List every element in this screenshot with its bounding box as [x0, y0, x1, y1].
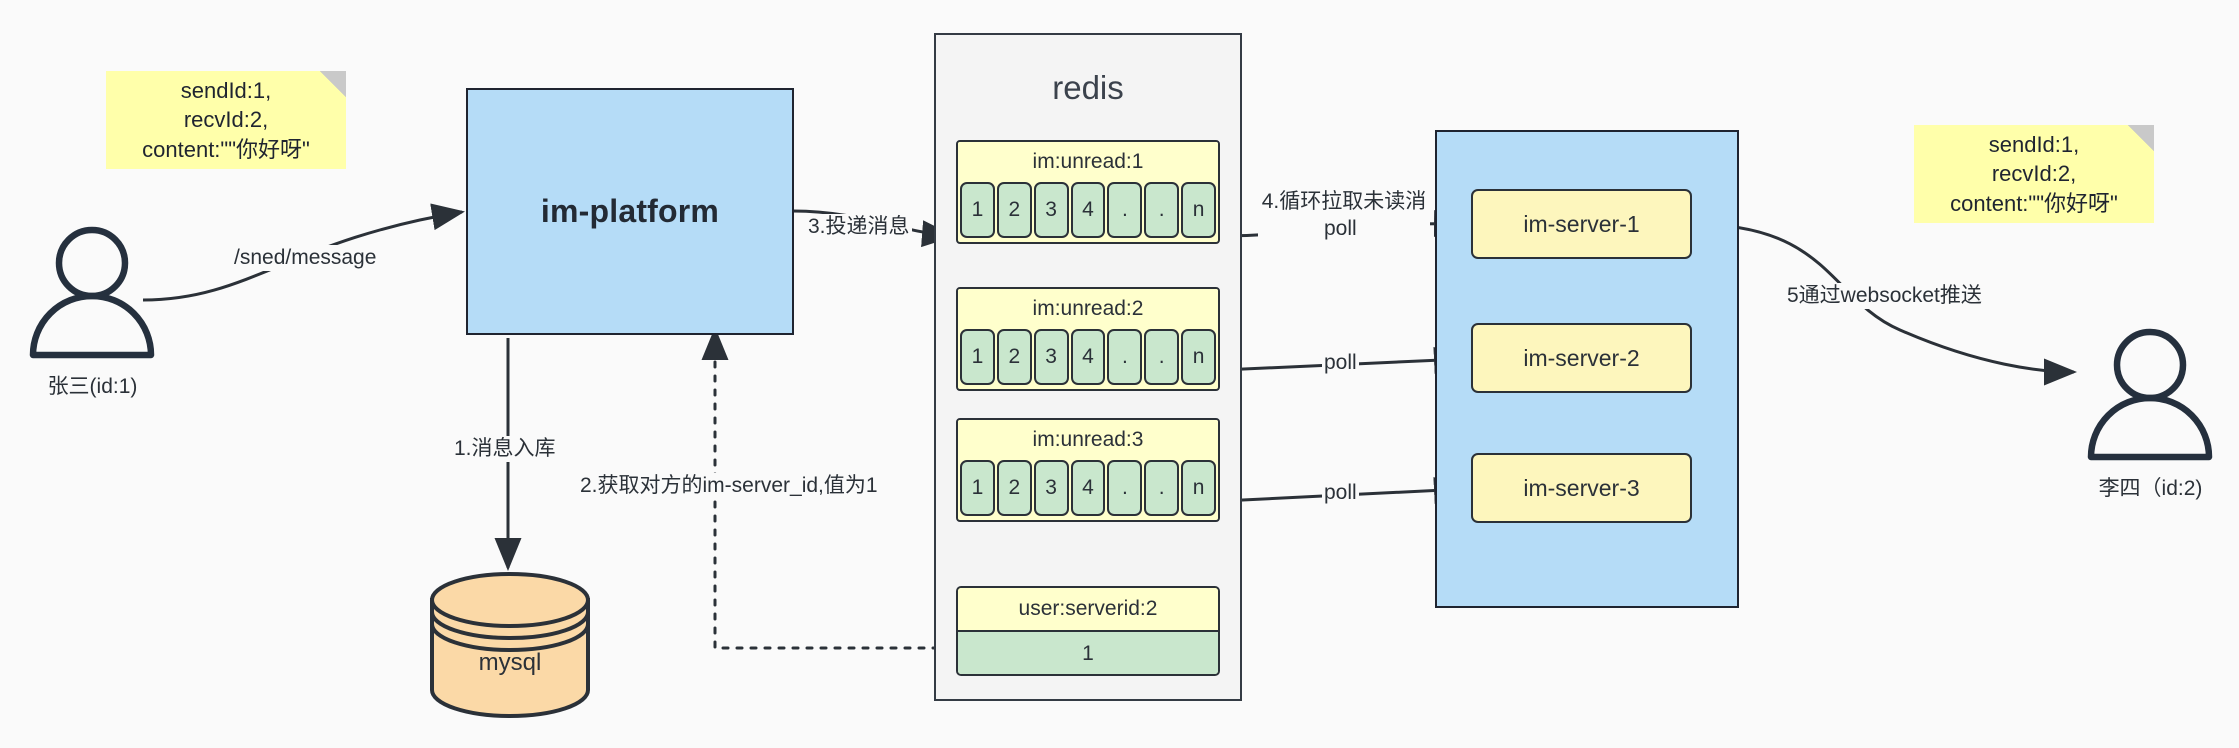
edge-label-step3: 3.投递消息 — [806, 214, 912, 241]
list-cells: 1 2 3 4 . . n — [958, 182, 1218, 240]
note-fold-icon — [320, 71, 346, 97]
list-key-label: im:unread:3 — [958, 420, 1218, 460]
im-server-1[interactable]: im-server-1 — [1471, 189, 1692, 259]
note-left-message: sendId:1, recvId:2, content:""你好呀" — [106, 71, 346, 169]
edge-label-poll-2: poll — [1322, 350, 1359, 377]
redis-list-im-unread-2[interactable]: im:unread:2 1 2 3 4 . . n — [956, 287, 1220, 391]
list-cells: 1 2 3 4 . . n — [958, 329, 1218, 387]
list-cell: n — [1181, 329, 1217, 385]
mysql-label: mysql — [478, 649, 542, 676]
im-platform-label: im-platform — [540, 193, 720, 229]
list-cell: . — [1107, 329, 1143, 385]
edge-label-poll-1: poll — [1322, 216, 1359, 243]
note-fold-icon — [2128, 125, 2154, 151]
edge-label-send-message: /sned/message — [232, 245, 379, 272]
list-cell: 3 — [1033, 329, 1069, 385]
list-cell: 2 — [996, 460, 1032, 516]
list-cell: n — [1181, 182, 1217, 238]
receiver-figure — [2087, 328, 2213, 461]
list-cell: 4 — [1070, 182, 1106, 238]
list-cell: 1 — [960, 182, 995, 238]
im-server-2-label: im-server-2 — [1523, 344, 1640, 371]
list-cell: . — [1144, 460, 1180, 516]
edge-label-step1: 1.消息入库 — [452, 436, 558, 463]
list-cell: 2 — [996, 329, 1032, 385]
note-left-text: sendId:1, recvId:2, content:""你好呀" — [142, 78, 310, 162]
list-key-label: im:unread:1 — [958, 142, 1218, 182]
redis-list-im-unread-1[interactable]: im:unread:1 1 2 3 4 . . n — [956, 140, 1220, 244]
im-platform-box[interactable]: im-platform — [466, 88, 794, 335]
im-server-2[interactable]: im-server-2 — [1471, 323, 1692, 393]
edge-label-step5: 5通过websocket推送 — [1785, 283, 1984, 310]
edge-label-poll-3: poll — [1322, 480, 1359, 507]
list-cell: . — [1107, 460, 1143, 516]
list-cell: n — [1181, 460, 1217, 516]
list-cell: 3 — [1033, 460, 1069, 516]
list-cells: 1 2 3 4 . . n — [958, 460, 1218, 518]
list-cell: . — [1107, 182, 1143, 238]
list-cell: . — [1144, 182, 1180, 238]
redis-kv-user-serverid[interactable]: user:serverid:2 1 — [956, 586, 1220, 676]
redis-list-im-unread-3[interactable]: im:unread:3 1 2 3 4 . . n — [956, 418, 1220, 522]
sender-figure — [29, 226, 155, 359]
redis-title: redis — [1052, 69, 1124, 106]
list-cell: 1 — [960, 460, 995, 516]
list-cell: . — [1144, 329, 1180, 385]
list-key-label: im:unread:2 — [958, 289, 1218, 329]
note-right-text: sendId:1, recvId:2, content:""你好呀" — [1950, 132, 2118, 216]
kv-key-label: user:serverid:2 — [958, 588, 1218, 630]
edge-label-step2: 2.获取对方的im-server_id,值为1 — [578, 473, 880, 500]
im-server-3[interactable]: im-server-3 — [1471, 453, 1692, 523]
im-server-3-label: im-server-3 — [1523, 474, 1640, 501]
list-cell: 2 — [996, 182, 1032, 238]
list-cell: 4 — [1070, 460, 1106, 516]
sender-label: 张三(id:1) — [47, 375, 138, 398]
list-cell: 3 — [1033, 182, 1069, 238]
kv-value-label: 1 — [958, 630, 1218, 674]
receiver-label: 李四（id:2) — [2098, 477, 2203, 500]
list-cell: 4 — [1070, 329, 1106, 385]
list-cell: 1 — [960, 329, 995, 385]
note-right-message: sendId:1, recvId:2, content:""你好呀" — [1914, 125, 2154, 223]
im-server-1-label: im-server-1 — [1523, 210, 1640, 237]
